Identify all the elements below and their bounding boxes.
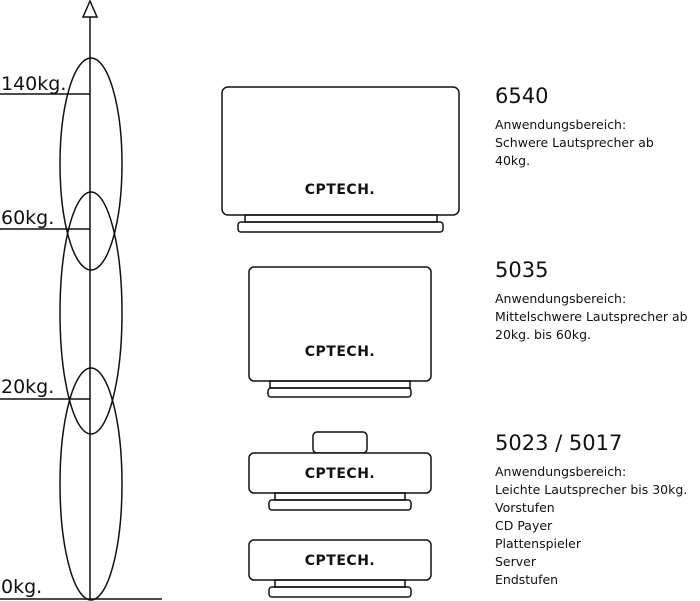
desc-line: Schwere Lautsprecher ab [495, 135, 654, 150]
label-60kg: 60kg. [1, 207, 55, 229]
product-5035: 5035 Anwendungsbereich: Mittelschwere La… [495, 258, 688, 344]
desc-line: Leichte Lautsprecher bis 30kg. [495, 482, 688, 497]
label-0kg: 0kg. [1, 576, 43, 598]
device-5035 [248, 266, 432, 398]
range-ellipse-5023 [59, 367, 123, 601]
device-6540 [221, 86, 460, 233]
product-desc: Anwendungsbereich: Schwere Lautsprecher … [495, 116, 654, 170]
desc-line: Anwendungsbereich: [495, 291, 627, 306]
product-title: 5023 / 5017 [495, 431, 623, 455]
range-ellipse-5035 [59, 191, 123, 435]
desc-line: Anwendungsbereich: [495, 464, 627, 479]
product-title: 5035 [495, 258, 549, 282]
brand-logo: CPTECH. [304, 466, 376, 482]
desc-line: Server [495, 554, 536, 569]
device-5017 [248, 539, 432, 598]
brand-logo: CPTECH. [304, 553, 376, 569]
product-6540: 6540 Anwendungsbereich: Schwere Lautspre… [495, 84, 654, 170]
desc-line: 40kg. [495, 153, 531, 168]
desc-line: Anwendungsbereich: [495, 117, 627, 132]
range-ellipse-6540 [59, 57, 123, 271]
device-5023 [248, 431, 432, 511]
desc-line: CD Payer [495, 518, 553, 533]
product-desc: Anwendungsbereich: Leichte Lautsprecher … [495, 463, 687, 589]
axis-arrow-icon [81, 0, 99, 18]
label-20kg: 20kg. [1, 376, 55, 398]
label-140kg: 140kg. [1, 73, 67, 95]
brand-logo: CPTECH. [304, 344, 376, 360]
desc-line: Vorstufen [495, 500, 555, 515]
product-5023-5017: 5023 / 5017 Anwendungsbereich: Leichte L… [495, 431, 687, 589]
brand-logo: CPTECH. [304, 182, 376, 198]
desc-line: Plattenspieler [495, 536, 581, 551]
desc-line: Mittelschwere Lautsprecher ab [495, 309, 688, 324]
desc-line: Endstufen [495, 572, 559, 587]
desc-line: 20kg. bis 60kg. [495, 327, 591, 342]
product-title: 6540 [495, 84, 549, 108]
product-desc: Anwendungsbereich: Mittelschwere Lautspr… [495, 290, 688, 344]
